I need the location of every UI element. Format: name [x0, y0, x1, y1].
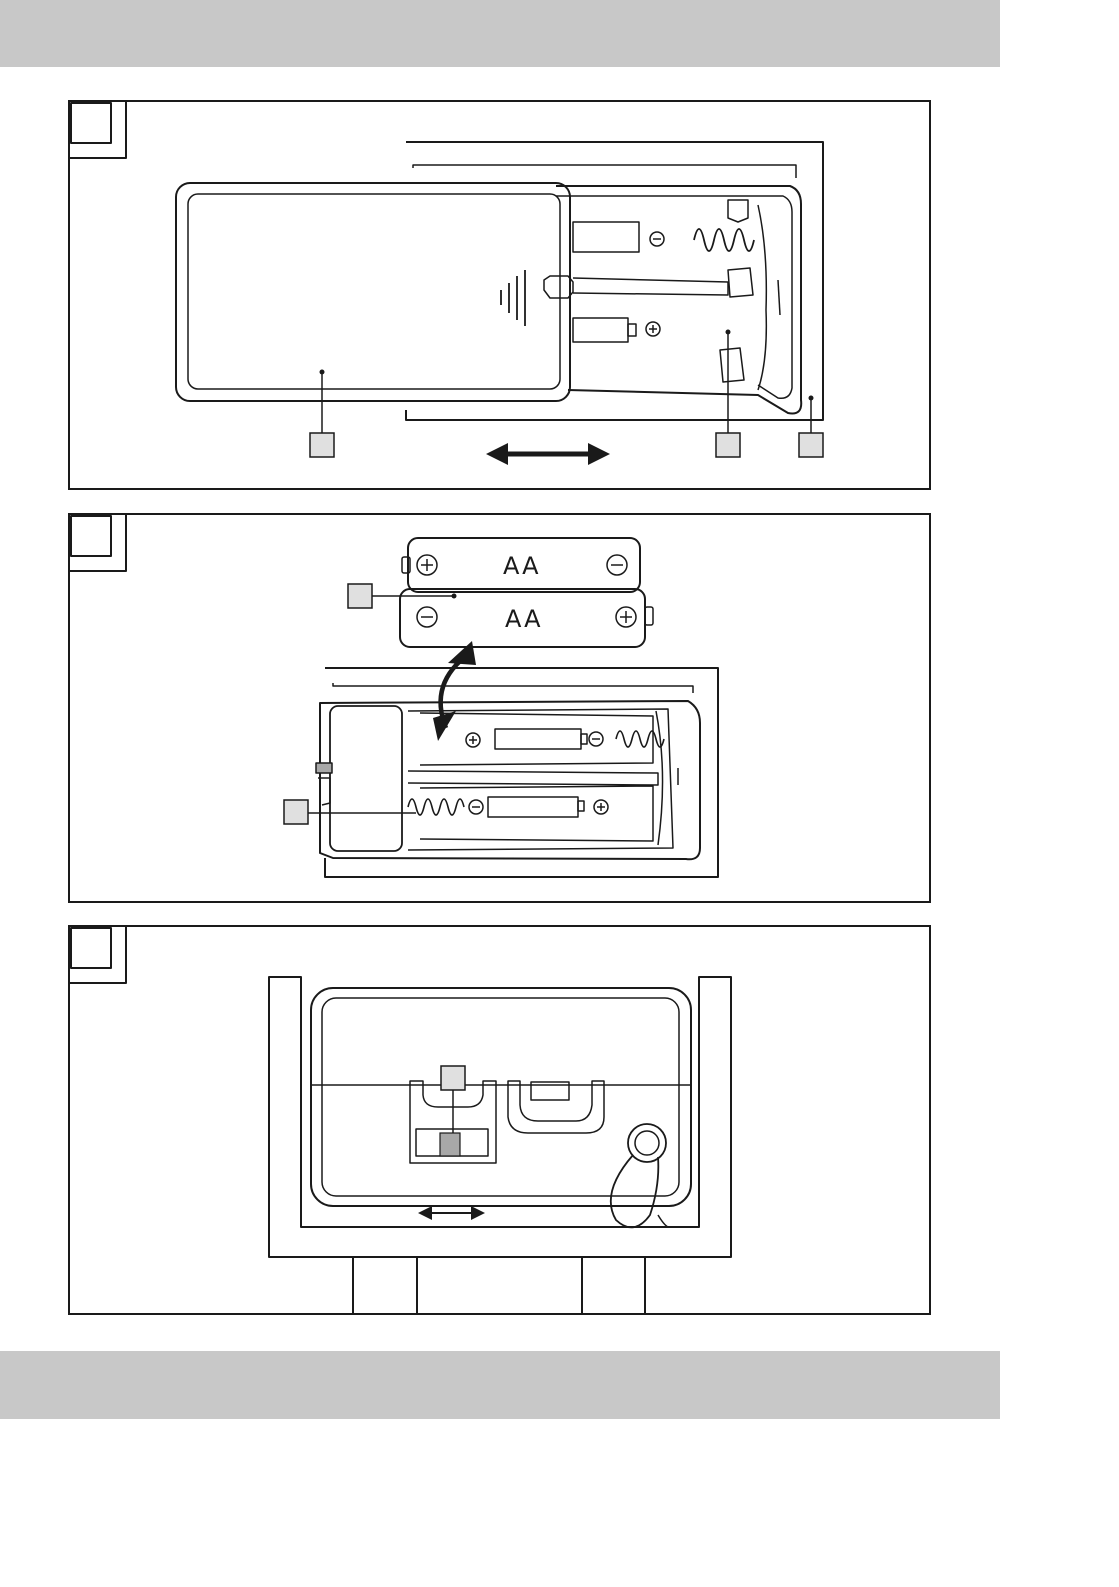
housing-inner-edge	[413, 165, 796, 178]
callout-box-spring	[284, 800, 308, 824]
slot-bottom-contact	[488, 797, 578, 817]
figure-number-box	[71, 516, 111, 556]
cord-grommet	[628, 1124, 666, 1162]
spring-icon	[408, 799, 464, 815]
compartment-tray	[556, 186, 801, 413]
figure-1-panel	[68, 100, 931, 490]
figure-number-tab	[68, 925, 126, 983]
device-body	[311, 988, 691, 1206]
callout-box-compartment	[716, 433, 740, 457]
battery-bottom-label: AA	[505, 605, 543, 633]
spring-icon	[694, 229, 754, 251]
figure-3-panel	[68, 925, 931, 1315]
figure-number-box	[71, 103, 111, 143]
callout-box-housing	[799, 433, 823, 457]
figure-1-drawing	[68, 100, 931, 490]
callout-box-switch	[441, 1066, 465, 1090]
spring-icon	[616, 731, 664, 747]
battery-cover-open	[330, 706, 402, 851]
callout-box-battery	[348, 584, 372, 608]
figure-number-tab	[68, 100, 126, 158]
footer-band	[0, 1351, 1000, 1419]
battery-top-label: AA	[503, 552, 541, 580]
slot-top-contact	[573, 222, 639, 252]
double-arrow-icon	[418, 1206, 485, 1220]
slot-top-contact	[495, 729, 581, 749]
figure-2-panel: AA AA	[68, 513, 931, 903]
figure-3-drawing	[68, 925, 931, 1315]
cover-latch	[544, 276, 573, 298]
slot-divider	[408, 771, 658, 785]
stand-outline	[269, 977, 731, 1257]
figure-2-drawing: AA AA	[68, 513, 931, 903]
compartment-tray	[320, 701, 700, 859]
battery-cover	[176, 183, 570, 401]
figure-number-tab	[68, 513, 126, 571]
header-band	[0, 0, 1000, 67]
slot-divider	[573, 278, 728, 295]
figure-number-box	[71, 928, 111, 968]
slide-switch	[440, 1133, 460, 1156]
slot-bottom-contact	[573, 318, 628, 342]
connector-recess	[508, 1081, 604, 1133]
power-cord	[611, 1155, 659, 1227]
double-arrow-icon	[486, 443, 610, 465]
callout-box-cover	[310, 433, 334, 457]
